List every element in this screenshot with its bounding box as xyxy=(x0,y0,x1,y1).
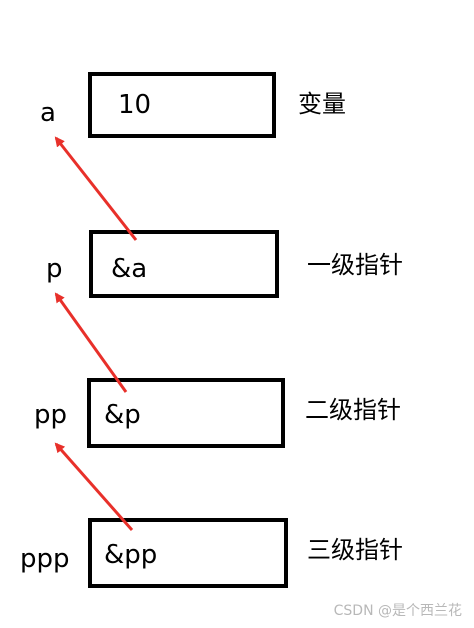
pointer-pp-box xyxy=(87,378,285,448)
pointer-p-value: &a xyxy=(111,254,148,284)
pointer-p-name: p xyxy=(46,254,63,284)
variable-a-value: 10 xyxy=(118,90,152,120)
arrow-pp-to-p xyxy=(54,292,128,393)
variable-a-box xyxy=(88,72,276,138)
level-2-pointer-label: 二级指针 xyxy=(305,396,401,424)
pointer-pp-name: pp xyxy=(34,400,68,430)
variable-label: 变量 xyxy=(298,90,346,118)
pointer-ppp-box xyxy=(88,518,288,588)
csdn-watermark: CSDN @是个西兰花 xyxy=(333,603,462,619)
pointer-pp-value: &p xyxy=(104,400,141,430)
variable-a-name: a xyxy=(40,98,56,128)
pointer-ppp-value: &pp xyxy=(104,540,158,570)
arrow-p-to-a xyxy=(54,136,138,241)
pointer-ppp-name: ppp xyxy=(20,544,70,574)
pointer-p-box xyxy=(89,230,279,298)
arrow-ppp-to-pp xyxy=(54,442,134,531)
level-3-pointer-label: 三级指针 xyxy=(307,536,403,564)
level-1-pointer-label: 一级指针 xyxy=(307,251,403,279)
